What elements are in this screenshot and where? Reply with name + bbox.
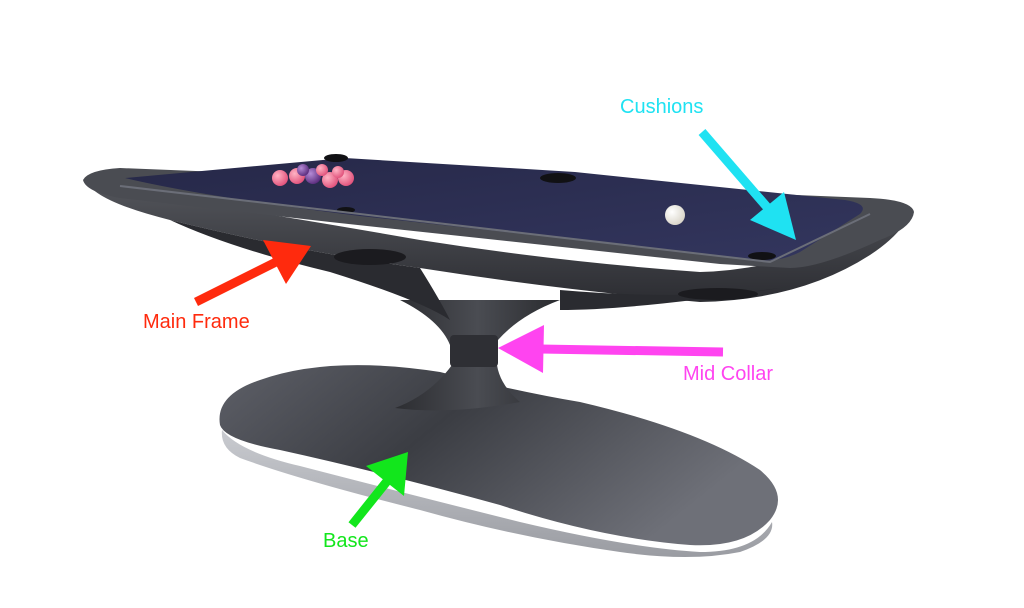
callout-arrow-mid-collar xyxy=(498,325,724,373)
mid-collar-ring xyxy=(450,335,498,367)
table-pedestal xyxy=(395,300,560,411)
cue-ball xyxy=(665,205,685,225)
ball-rack xyxy=(272,164,354,188)
label-mid-collar: Mid Collar xyxy=(683,363,774,385)
table-main-frame xyxy=(85,178,912,320)
label-base: Base xyxy=(323,530,369,552)
ball xyxy=(272,170,288,186)
pocket xyxy=(324,154,348,162)
callout-arrow-base xyxy=(348,452,408,528)
table-felt xyxy=(125,154,863,261)
label-cushions: Cushions xyxy=(620,96,704,118)
pocket-opening xyxy=(678,288,758,300)
label-main-frame: Main Frame xyxy=(143,311,250,333)
pocket-opening xyxy=(334,249,406,265)
ball xyxy=(316,164,328,176)
callout-arrow-cushions xyxy=(698,129,796,240)
pocket xyxy=(748,252,776,260)
ball xyxy=(332,166,344,178)
ball xyxy=(297,164,309,176)
table-base xyxy=(219,365,778,557)
cushion-edge xyxy=(119,185,871,264)
pocket xyxy=(540,173,576,183)
callout-arrow-main-frame xyxy=(193,240,311,307)
